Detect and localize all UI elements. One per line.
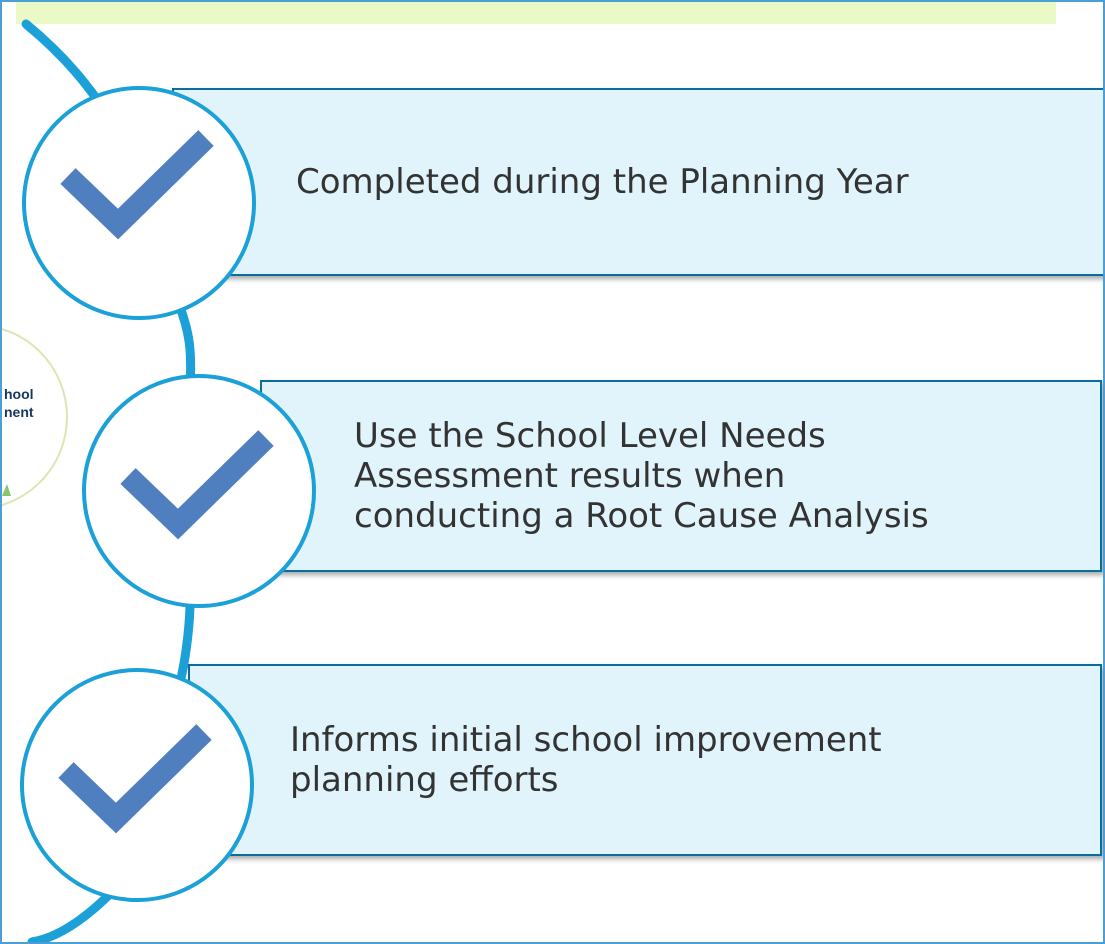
- checkmark-circle-3: [20, 668, 254, 902]
- checkmark-circle-1: [22, 86, 256, 320]
- step-text-3: Informs initial school improvement plann…: [290, 720, 882, 800]
- checkmark-circle-2: [82, 374, 316, 608]
- step-box-2: Use the School Level Needs Assessment re…: [260, 380, 1102, 572]
- step-box-1: Completed during the Planning Year: [172, 88, 1103, 276]
- checkmark-icon: [60, 130, 214, 240]
- background-partial-circle-text: hool nent: [4, 386, 34, 420]
- top-band: [16, 2, 1056, 24]
- step-box-3: Informs initial school improvement plann…: [188, 664, 1102, 856]
- background-arrow-tip: [2, 484, 11, 496]
- step-text-1: Completed during the Planning Year: [296, 162, 909, 202]
- step-text-2: Use the School Level Needs Assessment re…: [354, 416, 929, 536]
- checkmark-icon: [120, 430, 274, 540]
- checkmark-icon: [58, 724, 212, 834]
